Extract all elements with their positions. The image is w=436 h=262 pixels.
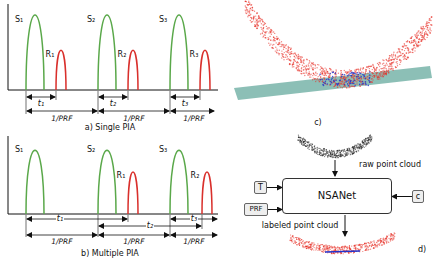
ground-plane [234,66,432,100]
label: S₃ [159,16,167,24]
label: t₃ [182,100,188,108]
label: R₁ [117,172,126,180]
point-cloud [245,0,433,89]
span-arrow [27,97,214,111]
label: t₂ [146,222,154,230]
label: 1/PRF [123,238,144,246]
label: S₁ [15,16,23,24]
connector [267,187,282,188]
label: S₂ [87,146,95,154]
label: raw point cloud [359,161,421,169]
network-box: NSANet [282,178,392,214]
label: R₃ [190,51,199,59]
node-text: NSANet [318,191,356,201]
node-text: PRF [249,206,262,213]
labeled-cloud [290,232,396,254]
input-box: PRF [244,203,268,216]
input-box: T [254,181,267,194]
tick [26,215,202,237]
flow-arrow [345,215,346,236]
send-pulse [26,15,188,90]
raw-cloud [298,134,373,158]
label: b) Multiple PIA [81,250,139,258]
label: 1/PRF [51,238,72,246]
connector [268,209,282,210]
return-pulse [128,172,212,214]
flow-arrow [335,160,336,176]
label: R₁ [46,51,55,59]
label: R₂ [191,172,200,180]
label: c) [314,119,322,127]
label: R₂ [118,51,127,59]
axis [8,136,218,214]
label: t₂ [110,100,116,108]
node-text: c [416,193,420,201]
label: S₂ [87,16,95,24]
return-pulse [56,50,210,90]
label: 1/PRF [51,115,72,123]
label: t₃ [190,215,198,223]
axis [8,4,218,90]
label: 1/PRF [123,115,144,123]
label: t₁ [38,100,44,108]
label: 1/PRF [183,238,204,246]
label: d) [418,246,426,254]
tick [26,91,200,114]
connector [392,196,412,197]
send-pulse [26,150,188,214]
input-box: c [412,190,424,203]
label: S₁ [15,146,23,154]
node-text: T [258,184,263,192]
label: 1/PRF [183,115,204,123]
label: labeled point cloud [262,222,339,230]
label: S₃ [159,146,167,154]
label: t₁ [56,215,64,223]
label: a) Single PIA [85,124,135,132]
